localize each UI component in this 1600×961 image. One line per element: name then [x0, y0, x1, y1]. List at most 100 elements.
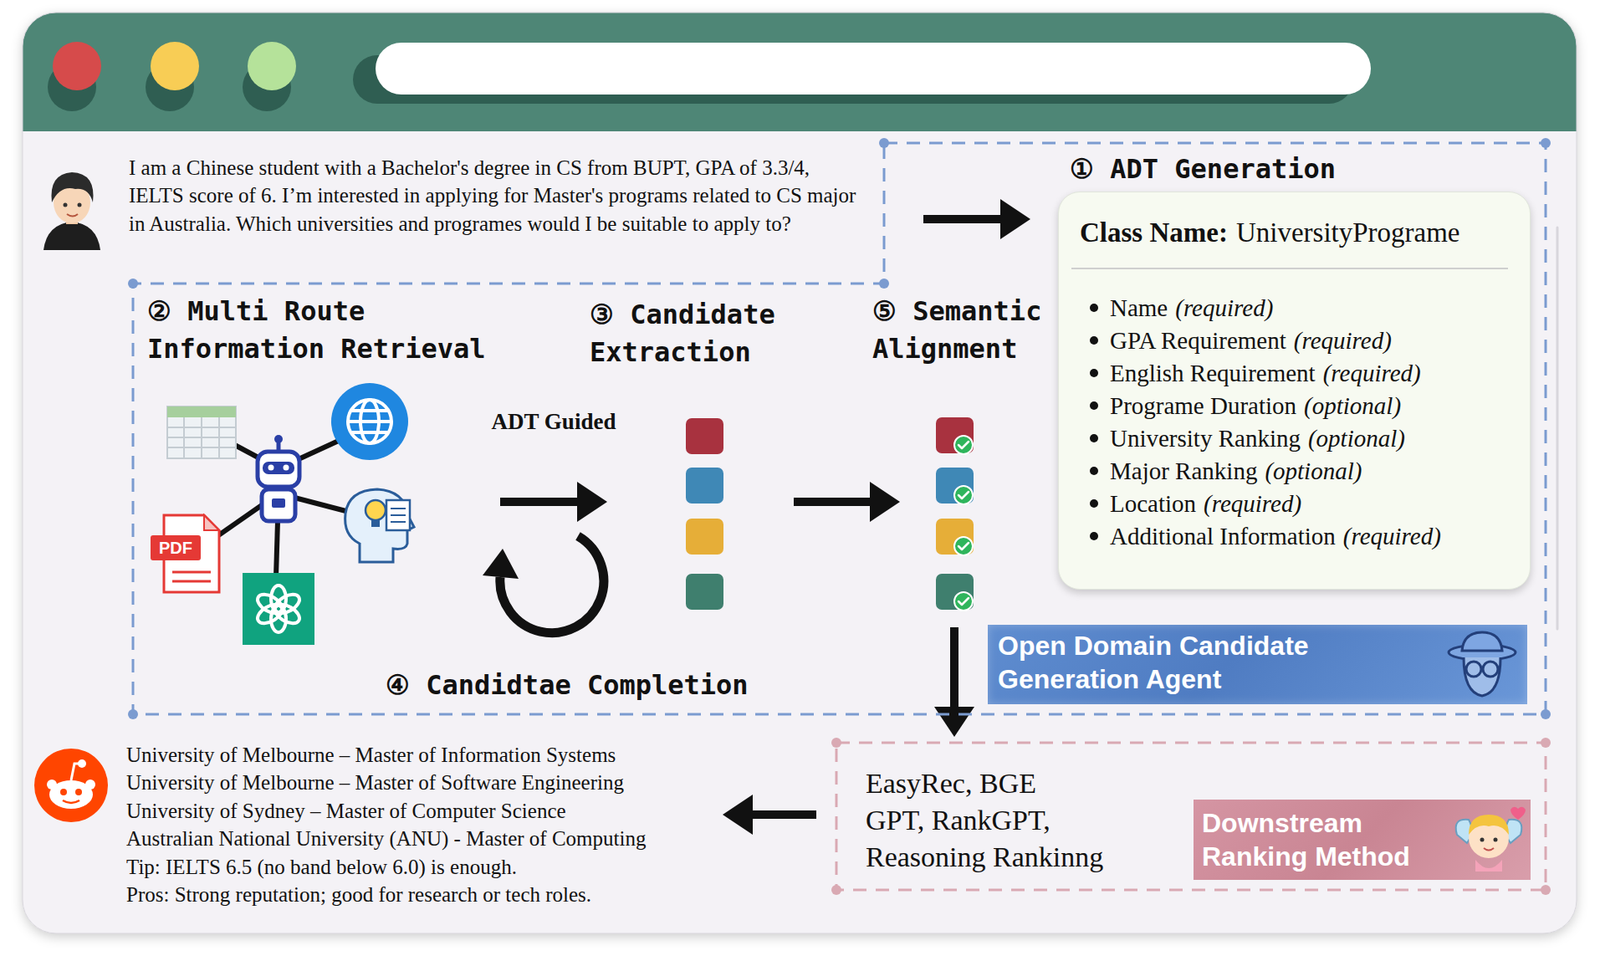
- spreadsheet-icon: [167, 406, 236, 459]
- field-name: Location: [1109, 488, 1197, 519]
- robot-icon: [283, 465, 290, 471]
- reddit-icon: [85, 779, 96, 790]
- node-text: ① ADT Generation: [1069, 150, 1505, 189]
- loop-arrow: [500, 536, 604, 634]
- field-flag: (required): [1293, 325, 1392, 356]
- aligned-squares: [935, 573, 974, 610]
- check-marks: [958, 542, 969, 550]
- bullet-dot: [1089, 434, 1099, 443]
- aligned-squares: [935, 417, 974, 610]
- ranking-region: EasyRec, BGEGPT, RankGPT,Reasoning Ranki…: [836, 742, 1546, 890]
- field-flag: (required): [1323, 357, 1422, 389]
- pdf-icon: [150, 535, 201, 561]
- node-text: ② Multi Route Information Retrieval: [147, 292, 491, 369]
- globe-icon: [331, 383, 409, 461]
- globe-icon: [347, 399, 392, 444]
- corner-dot: [1540, 737, 1551, 748]
- arrow-head: [577, 481, 608, 522]
- cupid-icon: [1483, 848, 1494, 851]
- field-name: GPA Requirement: [1109, 325, 1287, 356]
- browser-frame: [22, 12, 1577, 934]
- answer-line: Australian National University (ANU) - M…: [126, 824, 646, 854]
- robot-icon: [271, 498, 286, 508]
- node-text: Open Domain Candidate Generation Agent: [997, 628, 1433, 696]
- globe-icon: [331, 383, 409, 461]
- field-flag: (optional): [1308, 423, 1406, 454]
- robot-icon: [257, 451, 300, 487]
- field-flag: (required): [1175, 292, 1273, 323]
- arrow-shaft: [748, 810, 817, 819]
- reddit-icon: [62, 800, 80, 803]
- answer-line: Pros: Strong reputation; good for resear…: [126, 880, 592, 910]
- field-flag: (optional): [1303, 390, 1401, 421]
- bullet-dot: [1089, 466, 1099, 476]
- arrow-shaft: [923, 214, 1005, 224]
- node-text: Reasoning Rankinng: [865, 840, 1142, 875]
- dashed-border: [132, 143, 1546, 715]
- arrow-shaft: [793, 497, 875, 507]
- spreadsheet-icon: [218, 417, 220, 459]
- cupid-icon: [1480, 838, 1485, 843]
- field-name: English Requirement: [1109, 357, 1316, 389]
- connector-arrow: [500, 481, 608, 522]
- field-name: Additional Information: [1109, 521, 1336, 552]
- candidate-squares: [685, 518, 724, 555]
- bullet-dot: [1089, 531, 1099, 541]
- user-query: I am a Chinese student with a Bachelor's…: [33, 148, 875, 275]
- field-name: Major Ranking: [1109, 455, 1258, 486]
- reddit-icon: [60, 788, 67, 796]
- corner-dot: [1540, 138, 1551, 149]
- reddit-icon: [75, 788, 82, 796]
- spreadsheet-icon: [167, 406, 236, 418]
- idea-head-icon: [365, 500, 386, 521]
- pdf-icon: [172, 571, 211, 574]
- candidate-squares: [685, 418, 724, 610]
- detective-icon: [1482, 661, 1498, 677]
- bullet-dot: [1089, 401, 1099, 410]
- user-avatar: [43, 221, 101, 251]
- check-marks: [958, 491, 969, 499]
- bullet-dot: [1089, 336, 1099, 345]
- node-text: EasyRec, BGE: [865, 766, 1142, 801]
- connector-arrow: [722, 794, 817, 835]
- user-avatar: [43, 172, 101, 251]
- alignment-step: ⑤ Semantic Alignment: [865, 292, 1046, 624]
- arrow-shaft: [500, 497, 582, 507]
- candidate-squares: [685, 467, 724, 504]
- pdf-icon: [204, 515, 220, 531]
- idea-head-icon: [390, 514, 406, 517]
- icon-label: PDF: [150, 535, 201, 561]
- user-avatar: [51, 172, 94, 203]
- corner-dot: [1540, 884, 1551, 895]
- scrollbar: [1556, 227, 1560, 629]
- answer-line: University of Melbourne – Master of Soft…: [126, 768, 624, 798]
- check-marks: [954, 536, 973, 556]
- step-label: ④ Candidtae Completion: [385, 666, 771, 705]
- answer-box: University of Melbourne – Master of Info…: [33, 739, 718, 917]
- cupid-icon: [1468, 814, 1509, 835]
- corner-dot: [127, 278, 139, 289]
- cupid-icon: [1493, 838, 1498, 843]
- robot-icon: [257, 434, 300, 522]
- check-marks: [954, 485, 973, 505]
- spreadsheet-icon: [167, 406, 236, 459]
- spreadsheet-icon: [200, 417, 203, 459]
- field-flag: (required): [1203, 488, 1302, 519]
- bullet-dot: [1089, 303, 1099, 312]
- pdf-icon: [150, 515, 220, 593]
- bullet-dot: [1089, 499, 1099, 508]
- window-buttons: [47, 41, 297, 112]
- bullet-dot: [1089, 368, 1099, 378]
- robot-icon: [261, 489, 296, 522]
- reddit-icon: [34, 748, 108, 823]
- answer-line: Tip: IELTS 6.5 (no band below 6.0) is en…: [126, 853, 517, 882]
- robot-icon: [268, 465, 275, 471]
- chatgpt-icon: [254, 590, 286, 618]
- aligned-squares: [935, 467, 974, 504]
- answer-line: University of Melbourne – Master of Info…: [126, 741, 616, 770]
- aligned-squares: [935, 518, 974, 555]
- scrollbar: [1557, 227, 1559, 629]
- connector-arrow: [934, 627, 975, 737]
